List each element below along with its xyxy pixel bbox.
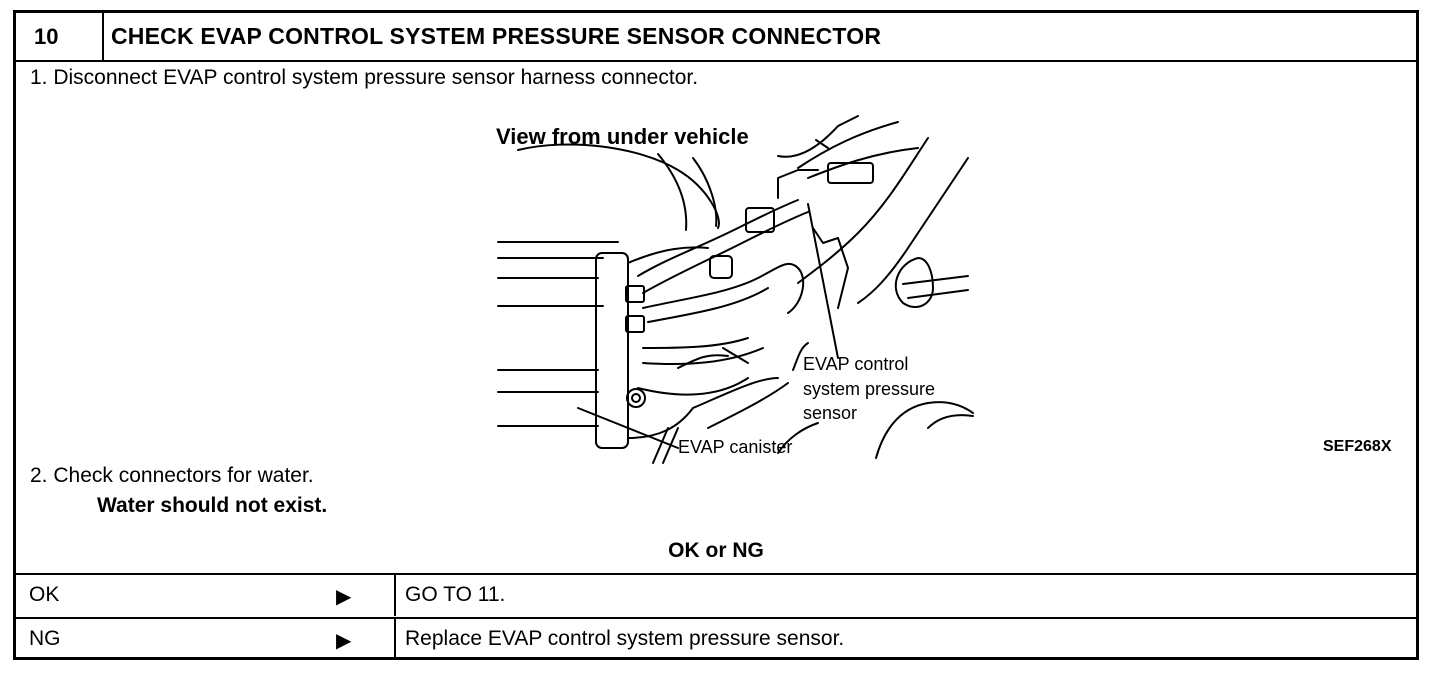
procedure-table: 10 CHECK EVAP CONTROL SYSTEM PRESSURE SE… <box>13 10 1419 660</box>
procedure-header: 10 CHECK EVAP CONTROL SYSTEM PRESSURE SE… <box>16 13 1416 62</box>
step-number: 10 <box>16 13 104 60</box>
arrow-right-icon: ▶ <box>336 586 352 608</box>
result-action: GO TO 11. <box>405 583 506 606</box>
result-label: NG <box>29 627 61 650</box>
sensor-label-line2: system pressure <box>803 379 935 399</box>
canister-label: EVAP canister <box>678 437 792 457</box>
result-cell: NG ▶ <box>16 619 396 660</box>
step-2-result: Water should not exist. <box>97 494 328 517</box>
step-2-text: 2. Check connectors for water. <box>30 464 314 487</box>
result-action: Replace EVAP control system pressure sen… <box>405 627 845 650</box>
evap-sensor-illustration: View from under vehicle EVAP control sys… <box>496 115 974 464</box>
ok-or-ng-prompt: OK or NG <box>668 539 764 562</box>
sensor-label-line3: sensor <box>803 403 857 423</box>
result-label: OK <box>29 583 60 606</box>
figure-code: SEF268X <box>1323 438 1392 455</box>
step-1-text: 1. Disconnect EVAP control system pressu… <box>30 66 699 89</box>
arrow-right-icon: ▶ <box>336 630 352 652</box>
result-row-ok: OK ▶ GO TO 11. <box>16 573 1416 616</box>
procedure-title: CHECK EVAP CONTROL SYSTEM PRESSURE SENSO… <box>111 23 882 49</box>
result-cell: OK ▶ <box>16 575 396 616</box>
view-label: View from under vehicle <box>496 124 749 149</box>
sensor-label-line1: EVAP control <box>803 354 908 374</box>
result-row-ng: NG ▶ Replace EVAP control system pressur… <box>16 617 1416 660</box>
